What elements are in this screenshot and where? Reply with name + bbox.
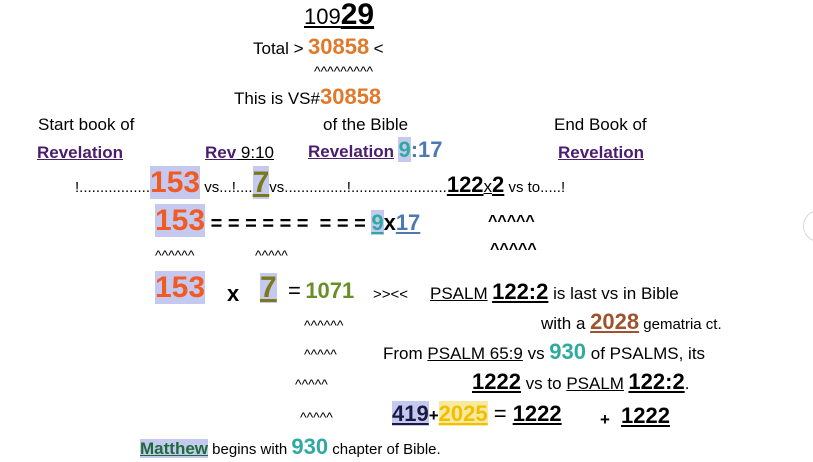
line3-x: x [227, 281, 240, 306]
line7-plus-2: + [600, 410, 610, 429]
line2-carets-right-2: ^^^^^ [490, 241, 537, 258]
line3-tail: is last vs in Bible [548, 284, 679, 303]
line5-psalm: PSALM 65:9 [427, 344, 523, 363]
header-carets: ^^^^^^^^^ [314, 63, 374, 79]
header-number: 10929 [304, 0, 374, 30]
line7-plus-1: + [428, 406, 439, 425]
line1-2: 2 [492, 172, 505, 197]
line1-vs1: vs...!.... [200, 179, 253, 196]
rev-colon: : [410, 137, 419, 162]
rev-ref: 9:10 [236, 143, 274, 162]
line2-17: 17 [395, 210, 421, 235]
line5-from: From [383, 344, 428, 363]
line3-153: 153 [155, 271, 206, 304]
revelation-left: Revelation [37, 143, 123, 162]
line2-carets-mid: ^^^^^ [255, 247, 288, 263]
line2-carets-right-1: ^^^^^ [488, 213, 535, 230]
line-1: !.................153 vs...!....7vs.....… [75, 166, 566, 199]
line-3: 153 [155, 271, 206, 304]
line1-153: 153 [150, 166, 201, 199]
line5-vs: vs [522, 344, 550, 363]
line4-carets: ^^^^^^ [304, 317, 344, 333]
line1-lead: !................. [75, 179, 151, 196]
end-book-label: End Book of [554, 115, 647, 134]
line5-930: 930 [549, 339, 587, 364]
scroll-handle[interactable] [803, 210, 813, 242]
total-prefix: Total > [253, 39, 304, 58]
revelation-right: Revelation [558, 143, 644, 162]
vs-value: 30858 [319, 84, 382, 109]
line3-7: 7 [260, 271, 277, 304]
total-value: 30858 [308, 34, 370, 59]
line-4: with a 2028 gematria ct. [541, 311, 722, 333]
line7-419: 419 [392, 401, 429, 426]
line6-vs-to: vs to [520, 374, 567, 393]
line-7: 419+2025 = 1222 [392, 401, 562, 426]
line8-tail: chapter of Bible. [328, 441, 441, 458]
line7-1222-a: 1222 [512, 401, 562, 426]
line1-vs2: vs...............!......................… [269, 179, 447, 196]
vs-line: This is VS#30858 [234, 86, 381, 108]
line7-carets: ^^^^^ [300, 409, 333, 425]
of-bible-label: of the Bible [323, 115, 409, 134]
line-5: From PSALM 65:9 vs 930 of PSALMS, its [383, 341, 705, 363]
line2-carets-left: ^^^^^^ [155, 247, 195, 263]
line1-122: 122 [446, 172, 484, 197]
rev-book: Rev [205, 143, 237, 162]
line2-153: 153 [155, 204, 206, 237]
line6-carets: ^^^^^ [295, 376, 328, 392]
line1-tail: vs to.....! [504, 179, 566, 196]
line2-x: x [383, 210, 396, 235]
line6-psalm-ref: 122:2 [628, 369, 685, 394]
line3-arrows: >><< [373, 286, 409, 303]
line8-matthew: Matthew [140, 439, 208, 458]
line3-eq: = [288, 278, 301, 303]
line8-begins: begins with [208, 441, 292, 458]
number-109: 109 [304, 4, 341, 29]
line5-of-psalms: of PSALMS, its [586, 344, 706, 363]
line5-carets: ^^^^^ [304, 346, 337, 362]
rev-verse: 17 [418, 137, 443, 162]
line1-x: x [483, 177, 493, 196]
line-6: 1222 vs to PSALM 122:2. [472, 371, 689, 393]
line2-equals: = = = = = = = = = [205, 213, 372, 235]
number-29: 29 [340, 0, 375, 31]
line6-psalm: PSALM [566, 374, 624, 393]
line3-psalm-group: PSALM 122:2 is last vs in Bible [430, 281, 679, 303]
line4-2028: 2028 [590, 309, 640, 334]
line2-9: 9 [371, 210, 384, 235]
line8-930: 930 [291, 434, 329, 459]
line-2: 153 = = = = = = = = = 9x17 [155, 204, 421, 237]
total-suffix: < [373, 39, 384, 58]
vs-prefix: This is VS# [234, 89, 320, 108]
line7-2025: 2025 [438, 401, 488, 426]
line4-with-a: with a [541, 314, 591, 333]
line7-1222-b: 1222 [621, 403, 670, 428]
line3-psalm: PSALM [430, 284, 488, 303]
line4-gematria: gematria ct. [639, 316, 722, 333]
line6-1222: 1222 [472, 369, 521, 394]
line6-period: . [684, 374, 690, 393]
line3-psalm-ref: 122:2 [492, 279, 549, 304]
rev-reference: Rev 9:10 [205, 144, 274, 161]
start-book-label: Start book of [38, 115, 135, 134]
revelation-mid: Revelation 9:17 [308, 137, 443, 162]
revelation-mid-label: Revelation [308, 142, 394, 161]
line3-1071: 1071 [305, 278, 355, 303]
line7-eq: = [487, 401, 513, 426]
line-8: Matthew begins with 930 chapter of Bible… [140, 436, 441, 458]
line3-eq-group: = 1071 [288, 280, 354, 302]
total-line: Total > 30858 < [253, 36, 384, 58]
line1-7: 7 [252, 166, 270, 199]
rev-chapter: 9 [398, 137, 411, 162]
